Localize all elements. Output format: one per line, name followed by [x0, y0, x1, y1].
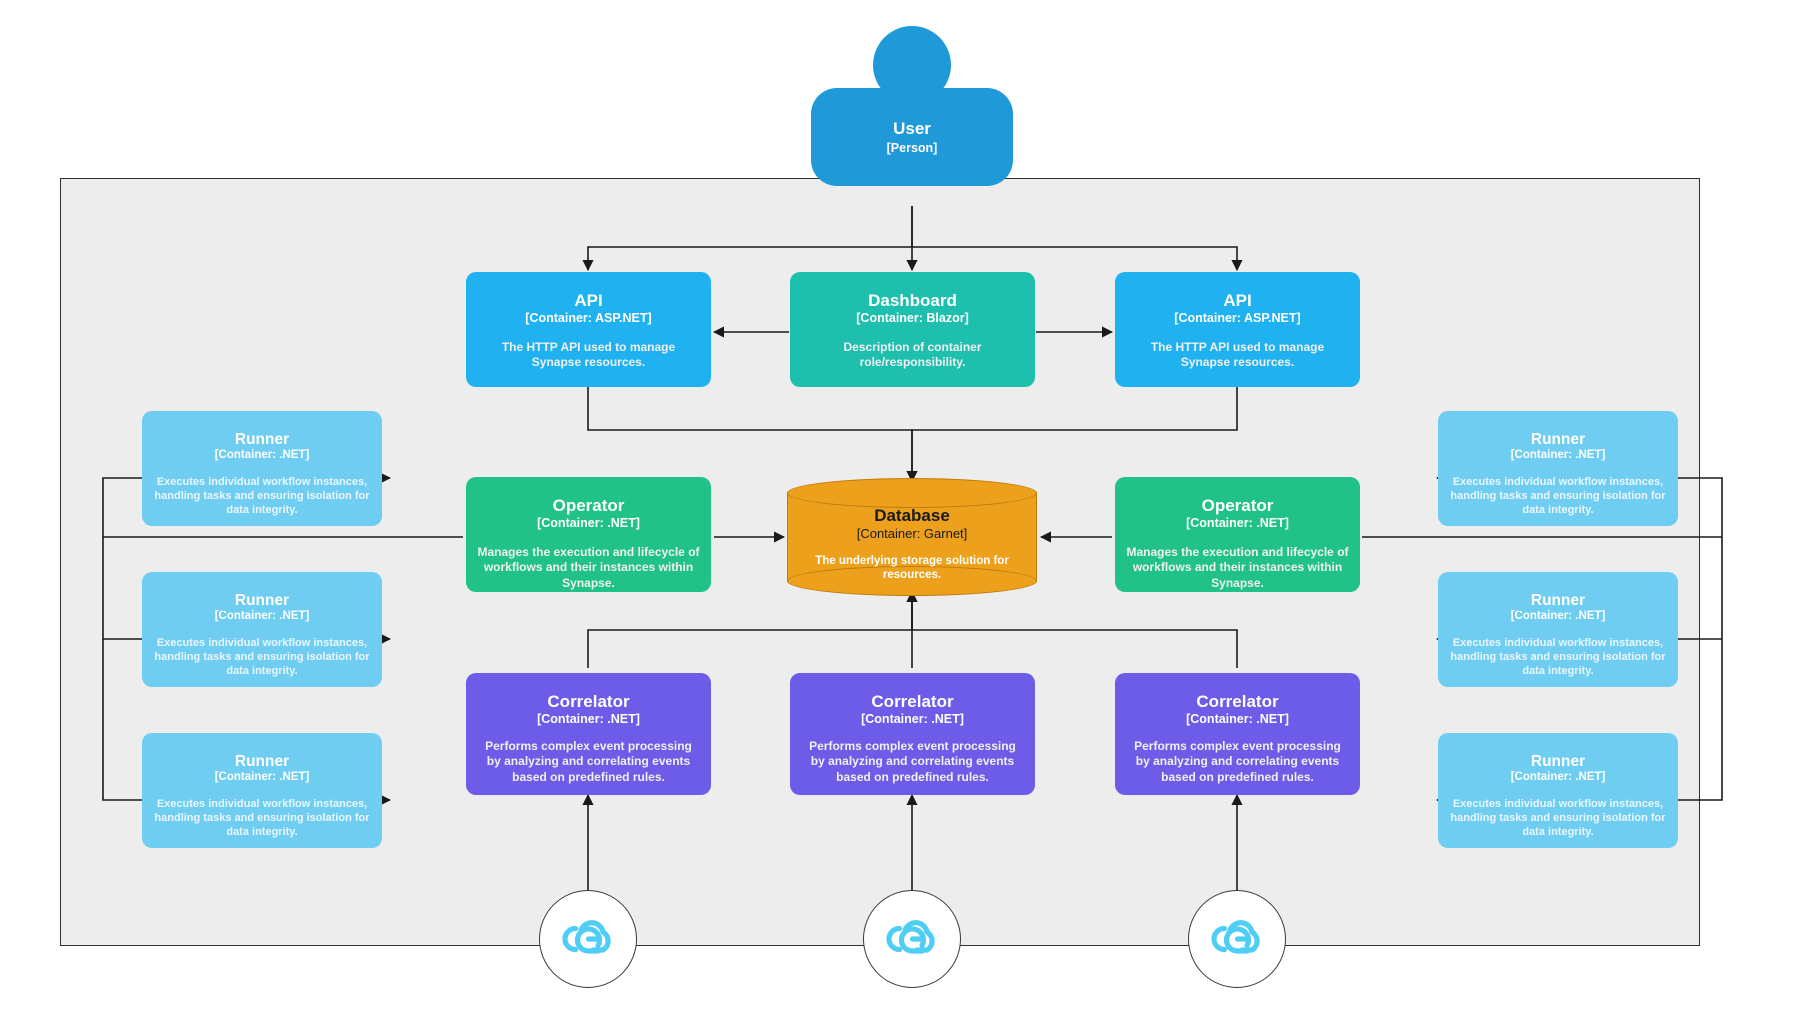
container-runner-right-3[interactable]: Runner [Container: .NET] Executes indivi…	[1438, 733, 1678, 848]
container-runner-right-2[interactable]: Runner [Container: .NET] Executes indivi…	[1438, 572, 1678, 687]
node-description: Performs complex event processing by ana…	[485, 738, 692, 784]
node-description: Executes individual workflow instances, …	[1450, 636, 1666, 678]
node-description: Performs complex event processing by ana…	[1134, 738, 1341, 784]
node-title: API	[1223, 291, 1252, 310]
node-description: Executes individual workflow instances, …	[154, 475, 370, 517]
cloudevents-source-left[interactable]	[539, 890, 637, 988]
database-cylinder-top	[787, 478, 1037, 508]
node-tech: [Container: Blazor]	[856, 311, 969, 326]
node-title: Runner	[1530, 431, 1586, 448]
node-title: Operator	[1201, 496, 1274, 515]
node-description: Manages the execution and lifecycle of w…	[1126, 544, 1349, 590]
database-cylinder-bottom	[787, 566, 1037, 596]
node-title: Correlator	[547, 692, 630, 711]
node-title: Dashboard	[868, 291, 957, 310]
node-tech: [Container: ASP.NET]	[525, 311, 652, 326]
container-runner-right-1[interactable]: Runner [Container: .NET] Executes indivi…	[1438, 411, 1678, 526]
node-title: Runner	[234, 431, 290, 448]
cloudevents-icon	[562, 920, 611, 954]
container-runner-left-1[interactable]: Runner [Container: .NET] Executes indivi…	[142, 411, 382, 526]
node-tech: [Container: .NET]	[214, 771, 310, 784]
container-dashboard[interactable]: Dashboard [Container: Blazor] Descriptio…	[790, 272, 1035, 387]
node-description: The HTTP API used to manage Synapse reso…	[1150, 339, 1325, 370]
node-tech: [Container: .NET]	[1510, 449, 1606, 462]
person-tech: [Person]	[886, 141, 938, 155]
node-tech: [Container: .NET]	[214, 449, 310, 462]
node-tech: [Container: .NET]	[1186, 516, 1289, 531]
node-title: Correlator	[871, 692, 954, 711]
container-correlator-right[interactable]: Correlator [Container: .NET] Performs co…	[1115, 673, 1360, 795]
node-title: Correlator	[1196, 692, 1279, 711]
container-api-right[interactable]: API [Container: ASP.NET] The HTTP API us…	[1115, 272, 1360, 387]
cloudevents-icon	[1211, 920, 1260, 954]
node-description: Executes individual workflow instances, …	[1450, 797, 1666, 839]
node-description: Executes individual workflow instances, …	[154, 797, 370, 839]
node-title: Runner	[1530, 753, 1586, 770]
node-tech: [Container: .NET]	[537, 516, 640, 531]
node-title: Runner	[234, 753, 290, 770]
node-description: The HTTP API used to manage Synapse reso…	[501, 339, 676, 370]
node-tech: [Container: ASP.NET]	[1174, 311, 1301, 326]
node-title: Runner	[234, 592, 290, 609]
person-user[interactable]: User [Person]	[811, 26, 1013, 186]
node-description: Performs complex event processing by ana…	[809, 738, 1016, 784]
person-body: User [Person]	[811, 88, 1013, 186]
container-runner-left-3[interactable]: Runner [Container: .NET] Executes indivi…	[142, 733, 382, 848]
container-database[interactable]: Database [Container: Garnet] The underly…	[787, 478, 1037, 596]
container-operator-right[interactable]: Operator [Container: .NET] Manages the e…	[1115, 477, 1360, 592]
cloudevents-source-center[interactable]	[863, 890, 961, 988]
container-correlator-left[interactable]: Correlator [Container: .NET] Performs co…	[466, 673, 711, 795]
container-runner-left-2[interactable]: Runner [Container: .NET] Executes indivi…	[142, 572, 382, 687]
cloudevents-icon	[886, 920, 935, 954]
node-tech: [Container: .NET]	[1510, 610, 1606, 623]
node-tech: [Container: .NET]	[214, 610, 310, 623]
node-description: The underlying storage solution for reso…	[815, 555, 1009, 581]
container-api-left[interactable]: API [Container: ASP.NET] The HTTP API us…	[466, 272, 711, 387]
node-description: Description of container role/responsibi…	[843, 339, 982, 370]
node-title: API	[574, 291, 603, 310]
node-description: Manages the execution and lifecycle of w…	[477, 544, 700, 590]
node-title: Database	[874, 506, 950, 525]
person-title: User	[893, 119, 931, 138]
cloudevents-source-right[interactable]	[1188, 890, 1286, 988]
node-tech: [Container: Garnet]	[856, 526, 968, 541]
node-title: Runner	[1530, 592, 1586, 609]
container-operator-left[interactable]: Operator [Container: .NET] Manages the e…	[466, 477, 711, 592]
node-tech: [Container: .NET]	[537, 712, 640, 727]
node-title: Operator	[552, 496, 625, 515]
node-description: Executes individual workflow instances, …	[1450, 475, 1666, 517]
node-description: Executes individual workflow instances, …	[154, 636, 370, 678]
database-label-group: Database [Container: Garnet] The underly…	[787, 506, 1037, 583]
container-correlator-center[interactable]: Correlator [Container: .NET] Performs co…	[790, 673, 1035, 795]
node-tech: [Container: .NET]	[1186, 712, 1289, 727]
node-tech: [Container: .NET]	[1510, 771, 1606, 784]
node-tech: [Container: .NET]	[861, 712, 964, 727]
